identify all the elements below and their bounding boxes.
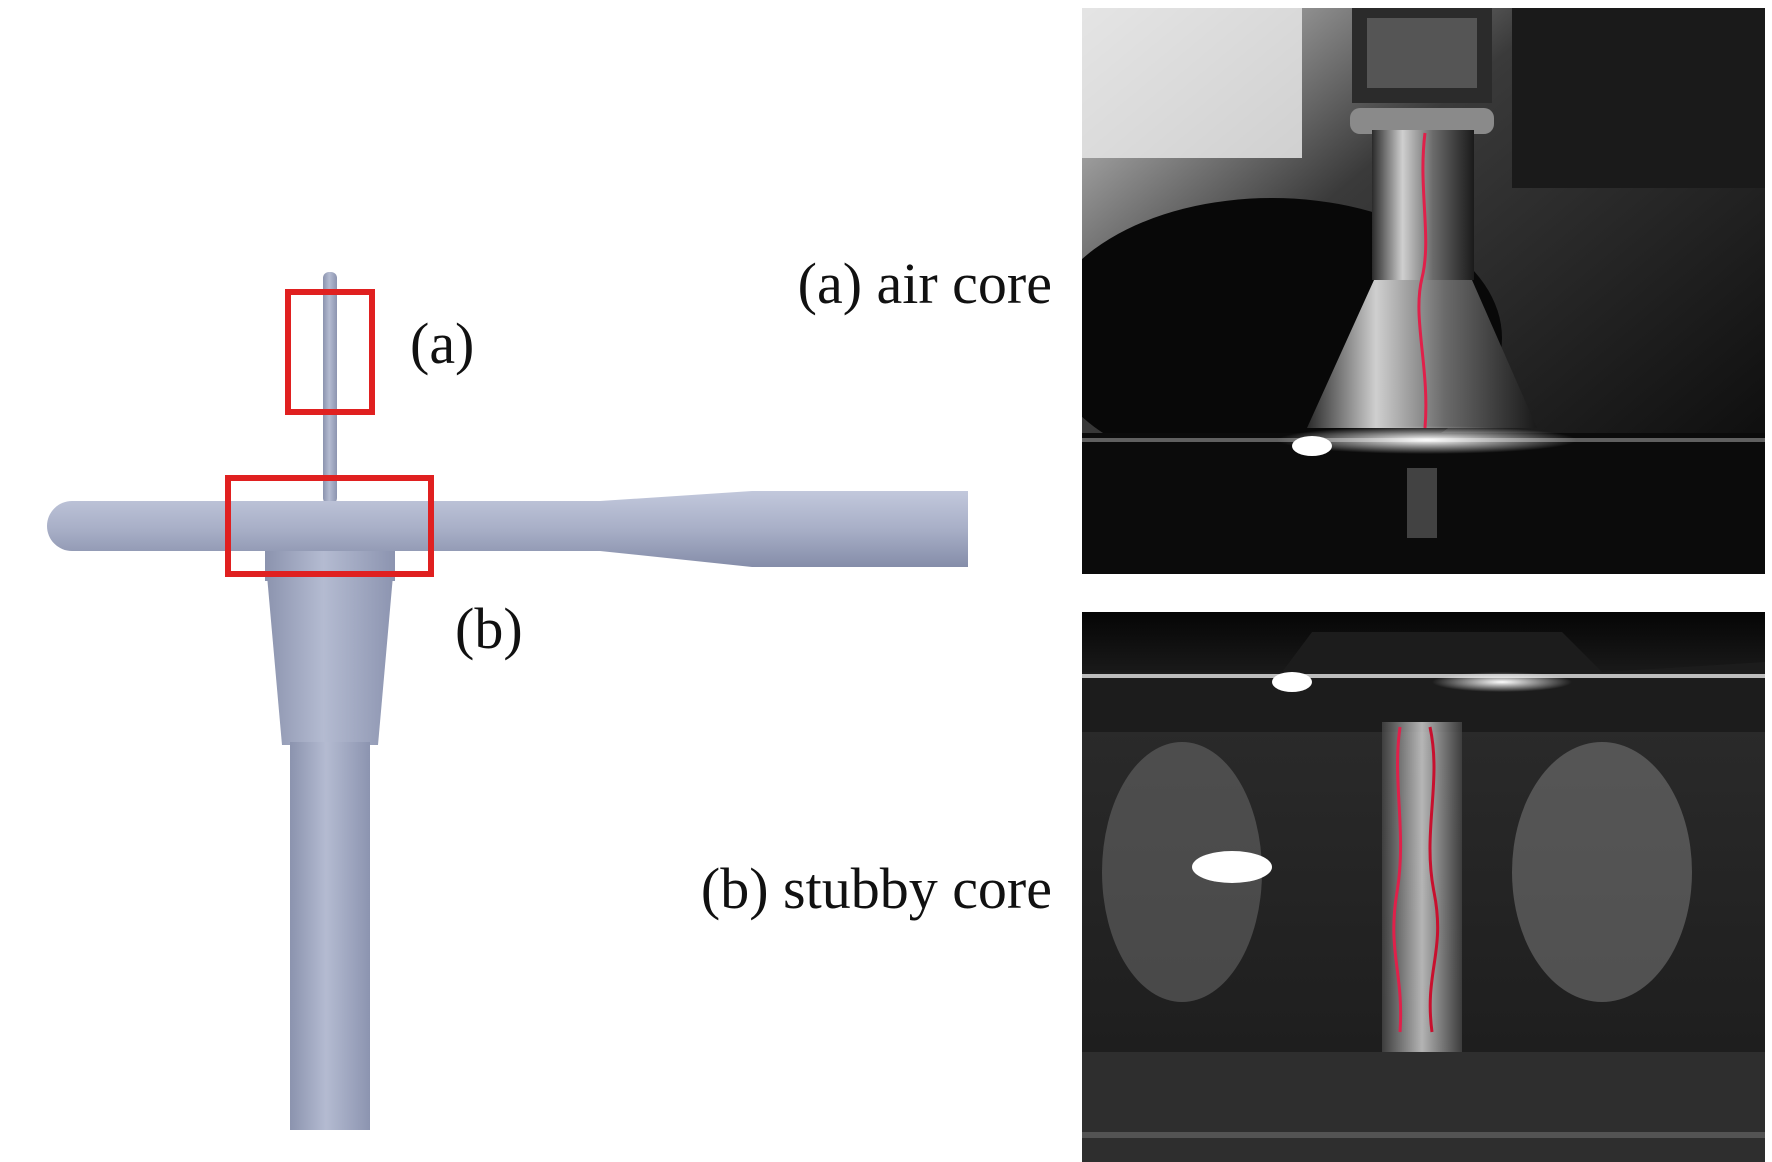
schematic-label-b: (b) <box>455 596 523 661</box>
photo-label-air-core: (a) air core <box>797 251 1052 316</box>
air-core-photo <box>1082 8 1765 574</box>
overflow-pipe <box>323 272 337 504</box>
cone-section <box>265 553 395 745</box>
stubby-core-photo <box>1082 612 1765 1162</box>
hydrocyclone-schematic <box>47 272 968 1130</box>
highlight-box-a <box>285 289 375 415</box>
highlight-box-b <box>225 475 434 577</box>
underflow-pipe <box>290 742 370 1130</box>
photo-label-stubby-core: (b) stubby core <box>700 856 1052 921</box>
inlet-pipe <box>47 491 968 567</box>
schematic-label-a: (a) <box>410 311 475 376</box>
